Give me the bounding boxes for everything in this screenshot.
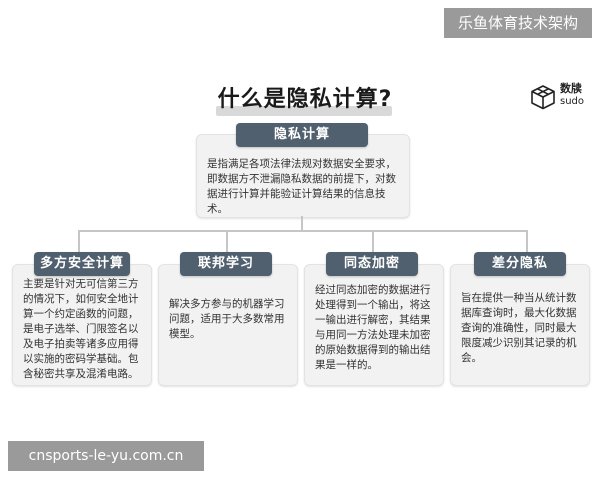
branch-description-box: 旨在提供一种当从统计数据库查询时，最大化数据查询的准确性，同时最大限度减少识别其… bbox=[450, 264, 590, 386]
branch-label: 差分隐私 bbox=[474, 252, 566, 276]
connector-branch-4 bbox=[526, 230, 528, 252]
branch-description: 主要是针对无可信第三方的情况下，如何安全地计算一个约定函数的问题，是电子选举、门… bbox=[23, 278, 139, 380]
diagram-title: 什么是隐私计算? bbox=[217, 87, 393, 112]
branch-label: 联邦学习 bbox=[180, 252, 272, 276]
branch-description-box: 主要是针对无可信第三方的情况下，如何安全地计算一个约定函数的问题，是电子选举、门… bbox=[12, 264, 152, 386]
connector-branch-1 bbox=[78, 230, 80, 252]
branch-description-box: 解决多方参与的机器学习问题，适用于大多数常用模型。 bbox=[158, 264, 298, 386]
connector-root-down bbox=[301, 216, 303, 230]
branch-description-box: 经过同态加密的数据进行处理得到一个输出，将这一输出进行解密，其结果与用同一方法处… bbox=[304, 264, 444, 386]
brand-logo: 数牍 sudo bbox=[530, 82, 590, 112]
title-highlight bbox=[216, 106, 392, 116]
branch-description: 旨在提供一种当从统计数据库查询时，最大化数据查询的准确性，同时最大限度减少识别其… bbox=[461, 292, 577, 364]
branch-description: 解决多方参与的机器学习问题，适用于大多数常用模型。 bbox=[169, 298, 285, 340]
watermark-top: 乐鱼体育技术架构 bbox=[444, 8, 592, 38]
cube-logo-icon bbox=[531, 85, 555, 110]
root-description-box: 是指满足各项法律法规对数据安全要求，即数据方不泄漏隐私数据的前提下，对数据进行计… bbox=[196, 134, 410, 218]
logo-text-cn: 数牍 bbox=[560, 82, 582, 95]
root-description: 是指满足各项法律法规对数据安全要求，即数据方不泄漏隐私数据的前提下，对数据进行计… bbox=[207, 158, 396, 215]
connector-horizontal bbox=[78, 230, 528, 232]
root-label: 隐私计算 bbox=[236, 123, 368, 147]
branch-label: 同态加密 bbox=[326, 252, 418, 276]
branch-label: 多方安全计算 bbox=[34, 252, 130, 276]
connector-branch-2 bbox=[226, 230, 228, 252]
branch-description: 经过同态加密的数据进行处理得到一个输出，将这一输出进行解密，其结果与用同一方法处… bbox=[315, 284, 431, 371]
logo-text-en: sudo bbox=[560, 96, 585, 107]
connector-branch-3 bbox=[372, 230, 374, 252]
watermark-bottom: cnsports-le-yu.com.cn bbox=[8, 441, 204, 471]
